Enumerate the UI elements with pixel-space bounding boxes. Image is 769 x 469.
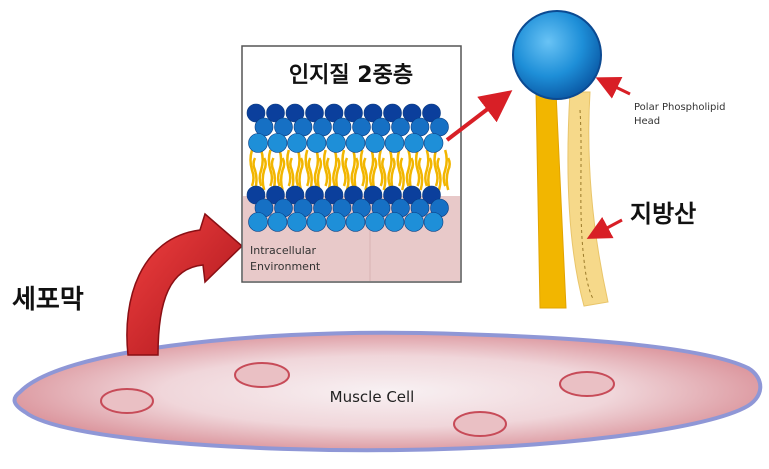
- lipid-tail: [417, 157, 424, 191]
- lipid-tail: [405, 149, 412, 187]
- polar-head-arrow: [595, 77, 631, 99]
- lipid-head: [305, 103, 324, 123]
- lipid-head: [404, 133, 424, 153]
- lipid-head: [248, 212, 268, 232]
- lipid-head: [422, 103, 441, 123]
- lipid-head: [344, 103, 363, 123]
- lipid-head: [402, 103, 422, 123]
- lipid-tail: [322, 149, 329, 187]
- polar-head: [512, 10, 602, 100]
- lipid-head: [287, 212, 307, 232]
- lipid-tail: [390, 157, 396, 191]
- lipid-head: [246, 103, 266, 123]
- lipid-tail: [270, 157, 277, 191]
- lipid-tail: [335, 157, 341, 191]
- lipid-tail: [433, 149, 439, 187]
- lipid-head: [423, 133, 444, 153]
- membrane-arrow: [126, 212, 244, 356]
- lipid-head: [324, 103, 344, 123]
- lipid-tail: [252, 157, 258, 191]
- fatty-acid-tail-right: [567, 91, 609, 307]
- cell-membrane-label: 세포막: [12, 285, 84, 315]
- organelle: [453, 411, 507, 437]
- lipid-tail: [295, 149, 301, 187]
- organelle: [100, 388, 154, 414]
- lipid-head: [306, 133, 327, 153]
- lipid-head: [383, 103, 402, 123]
- lipid-head: [345, 212, 366, 232]
- lipid-head: [404, 212, 424, 232]
- lipid-head: [345, 133, 366, 153]
- lipid-head: [384, 212, 405, 232]
- bilayer-inset: 인지질 2중층 Intracellular Environment: [241, 45, 462, 283]
- phospholipid-bilayer: [246, 103, 451, 232]
- intracellular-label-line2: Environment: [250, 260, 321, 273]
- organelle: [559, 371, 615, 397]
- lipid-head: [266, 103, 285, 123]
- lipid-tail: [341, 149, 347, 187]
- lipid-tail: [344, 157, 350, 191]
- lipid-tail: [353, 157, 359, 191]
- lipid-head: [363, 103, 383, 123]
- lipid-tail: [313, 149, 320, 187]
- lipid-tail: [362, 157, 369, 191]
- fatty-acid-arrow: [586, 216, 623, 239]
- lipid-tail: [424, 149, 430, 187]
- lipid-head: [384, 133, 405, 153]
- lipid-head: [267, 133, 288, 153]
- lipid-tail: [399, 157, 405, 191]
- lipid-tail: [279, 157, 286, 191]
- lipid-tail: [304, 149, 310, 187]
- lipid-tail: [436, 157, 442, 191]
- lipid-tail: [267, 149, 274, 187]
- lipid-tail: [307, 157, 313, 191]
- lipid-tail: [249, 149, 255, 187]
- lipid-tail: [316, 157, 323, 191]
- polar-head-label-line1: Polar Phospholipid: [634, 102, 726, 113]
- lipid-tail: [298, 157, 304, 191]
- lipid-tail: [332, 149, 338, 187]
- lipid-tail: [325, 157, 332, 191]
- zoom-arrow: [445, 90, 513, 142]
- lipid-tail: [368, 149, 375, 187]
- lipid-tail: [381, 157, 387, 191]
- lipid-tail: [258, 149, 264, 187]
- lipid-tail: [276, 149, 283, 187]
- muscle-cell-label: Muscle Cell: [330, 388, 415, 406]
- lipid-head: [285, 103, 305, 123]
- lipid-tail: [427, 157, 433, 191]
- lipid-tail: [408, 157, 415, 191]
- polar-head-label-line2: Head: [634, 116, 660, 127]
- lipid-tail: [378, 149, 384, 187]
- muscle-cell: Muscle Cell: [12, 330, 763, 453]
- fatty-acid-label: 지방산: [630, 200, 696, 228]
- lipid-tail: [387, 149, 393, 187]
- lipid-head: [326, 212, 346, 232]
- lipid-head: [267, 212, 288, 232]
- lipid-head: [365, 212, 385, 232]
- lipid-head: [365, 133, 385, 153]
- lipid-tail: [359, 149, 366, 187]
- lipid-tail: [445, 157, 451, 191]
- lipid-tail: [396, 149, 402, 187]
- lipid-head: [248, 133, 268, 153]
- lipid-tail: [442, 149, 448, 187]
- phospholipid-molecule: [512, 10, 609, 309]
- lipid-tail: [261, 157, 267, 191]
- lipid-tail: [289, 157, 295, 191]
- bilayer-title: 인지질 2중층: [289, 63, 413, 88]
- lipid-head: [423, 212, 444, 232]
- intracellular-label-line1: Intracellular: [250, 244, 316, 257]
- lipid-head: [306, 212, 327, 232]
- lipid-tail: [286, 149, 292, 187]
- lipid-tail: [350, 149, 356, 187]
- lipid-tail: [371, 157, 378, 191]
- lipid-head: [287, 133, 307, 153]
- fatty-acid-tail-left: [535, 91, 567, 309]
- lipid-tail: [414, 149, 421, 187]
- lipid-head: [326, 133, 346, 153]
- organelle: [234, 362, 290, 388]
